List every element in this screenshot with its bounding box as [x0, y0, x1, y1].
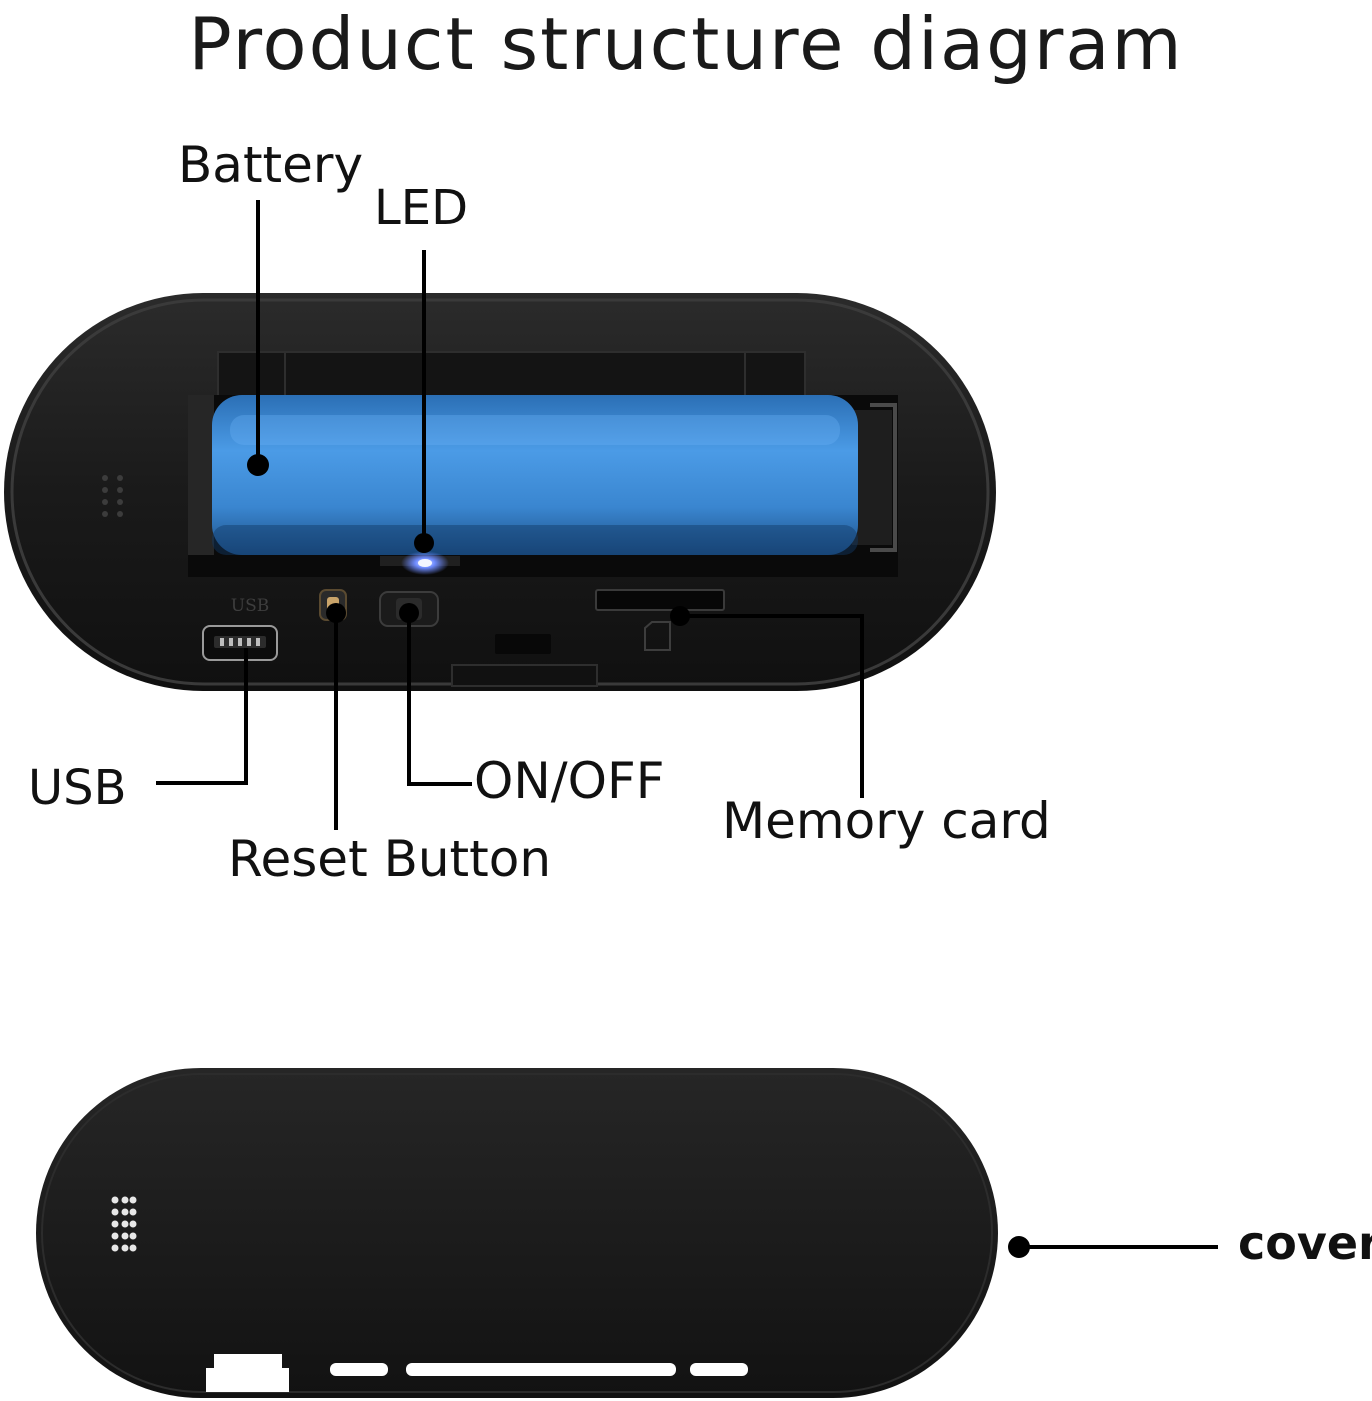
leader-dots	[247, 454, 1030, 1258]
leader-lines	[156, 200, 1218, 1249]
memory-card-slot-icon	[595, 589, 725, 651]
cover-speaker-holes-icon	[111, 1196, 137, 1252]
label-led: LED	[374, 180, 469, 236]
usb-port-printed-label: USB	[231, 596, 269, 616]
label-cover: cover	[1238, 1216, 1372, 1270]
battery-cell	[212, 395, 858, 555]
label-onoff: ON/OFF	[474, 752, 665, 810]
page-title: Product structure diagram	[188, 2, 1184, 86]
cover-panel	[36, 1068, 998, 1398]
vent-slot	[495, 634, 551, 654]
label-memory-card: Memory card	[722, 792, 1051, 850]
label-battery: Battery	[178, 136, 364, 194]
cover-cutouts	[206, 1354, 748, 1392]
usb-port-icon	[202, 625, 278, 661]
label-reset-button: Reset Button	[228, 830, 552, 888]
led-indicator-icon	[380, 551, 460, 575]
speaker-grille-icon	[102, 475, 123, 517]
label-usb: USB	[28, 760, 127, 816]
